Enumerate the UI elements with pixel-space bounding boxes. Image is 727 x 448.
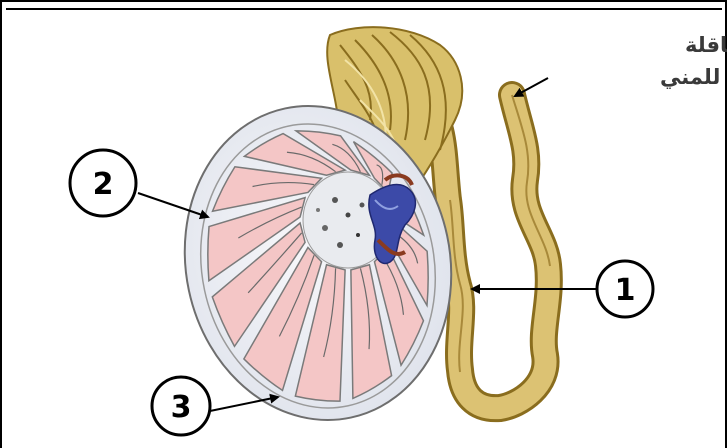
label-1-text: 1 [615,273,636,308]
label-2: 2 [70,150,136,216]
label-3: 3 [152,377,210,435]
label-2-text: 2 [93,167,114,202]
vas-deferens-label: القناة الناقلة للمني [660,33,727,89]
label-3-text: 3 [171,390,192,425]
vas-deferens [440,95,550,408]
vas-deferens-label-line1: القناة الناقلة [685,33,727,57]
vas-deferens-label-line2: للمني [660,65,720,89]
label-1: 1 [597,261,653,317]
